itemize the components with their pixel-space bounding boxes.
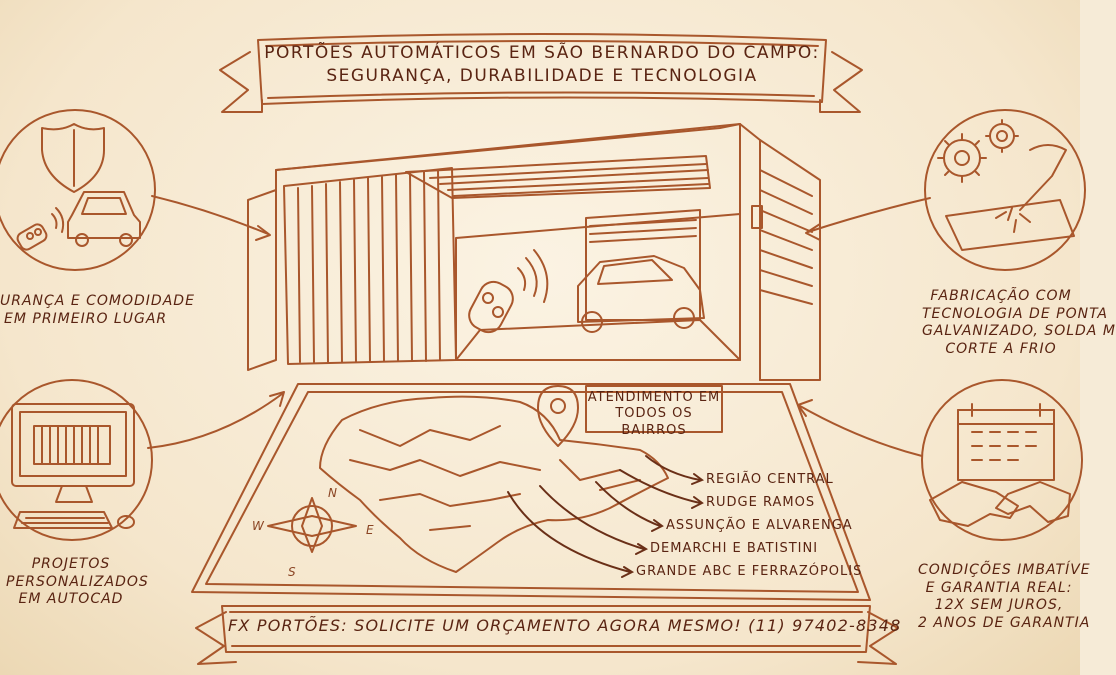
illustration [0, 33, 1086, 665]
bairro-label: Região Central [706, 472, 834, 487]
feature-projects-line-3: em AutoCAD [18, 591, 124, 607]
conditions-circle [921, 379, 1083, 541]
feature-security-line-1: urança e comodidade [0, 293, 195, 309]
title-ribbon [219, 33, 863, 113]
bairro-label: Rudge Ramos [706, 495, 816, 510]
compass-west: W [252, 519, 264, 533]
feature-fabrication-line-4: corte a frio [945, 340, 1057, 357]
compass-rose-icon [267, 497, 357, 553]
projects-circle [0, 379, 153, 541]
feature-projects: Projetos personalizados em AutoCAD [6, 556, 149, 609]
bairro-label: Grande ABC e Ferrazópolis [636, 564, 863, 579]
feature-fabrication: Fabricação com tecnologia de ponta galva… [922, 288, 1116, 358]
page-title: Portões automáticos em São Bernardo do C… [262, 42, 822, 88]
title-line-1: Portões automáticos em São Bernardo do C… [264, 43, 820, 63]
arrow-fabrication [807, 197, 931, 233]
feature-fabrication-line-1: Fabricação com [930, 288, 1072, 304]
pin-label-line-1: Atendimento em [587, 390, 721, 405]
feature-projects-line-1: Projetos [31, 556, 111, 572]
feature-security: urança e comodidade em primeiro lugar [0, 293, 195, 328]
feature-conditions: Condições imbatíve e garantia real: 12x … [918, 562, 1091, 632]
paper-background [0, 0, 1080, 675]
feature-fabrication-line-3: galvanizado, solda m [922, 323, 1116, 339]
feature-conditions-line-1: Condições imbatíve [918, 562, 1091, 578]
pin-label-line-2: todos os bairros [615, 406, 693, 438]
arrow-security [151, 195, 269, 235]
map-pin-label: Atendimento em todos os bairros [586, 390, 722, 439]
feature-fabrication-line-2: tecnologia de ponta [922, 305, 1108, 322]
map-sheet [191, 383, 871, 601]
cta-ribbon [195, 605, 899, 665]
feature-conditions-line-4: 2 anos de garantia [918, 614, 1091, 631]
compass-south: S [288, 565, 296, 579]
map-pin-icon [537, 385, 579, 447]
fabrication-circle [924, 109, 1086, 271]
bairro-label: Demarchi e Batistini [650, 541, 819, 556]
cta-text: FX Portões: solicite um orçamento agora … [228, 616, 902, 635]
compass-east: E [366, 523, 374, 537]
arrow-projects [147, 393, 283, 449]
security-circle [0, 109, 156, 271]
compass-north: N [328, 486, 337, 500]
garage-scene [247, 123, 821, 381]
bairro-label: Assunção e Alvarenga [666, 518, 853, 533]
feature-projects-line-2: personalizados [6, 573, 149, 590]
feature-conditions-line-3: 12x sem juros, [934, 597, 1064, 613]
arrow-conditions [799, 405, 923, 457]
feature-conditions-line-2: e garantia real: [925, 579, 1073, 596]
feature-security-line-2: em primeiro lugar [4, 310, 168, 327]
title-line-2: Segurança, durabilidade e tecnologia [326, 65, 758, 86]
